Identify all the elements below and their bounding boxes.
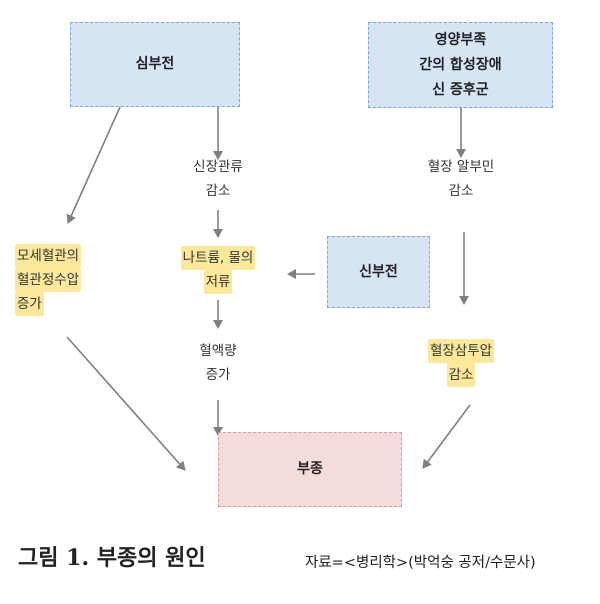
figure-source: 자료=<병리학>(박억숭 공저/수문사) [305,555,536,571]
node-edema: 부종 [218,432,402,507]
arrow-oncotic-to-edema [422,404,471,469]
node-label: 모세혈관의 [15,244,82,268]
arrow-capillary-to-edema [66,336,186,471]
node-label: 간의 합성장애 [419,56,502,73]
node-label: 혈관정수압 [15,268,82,292]
node-label: 혈장삼투압 [427,339,495,363]
node-label: 신장관류 [193,159,243,175]
node-label: 부종 [297,461,323,477]
node-label: 저류 [203,270,233,294]
node-label: 감소 [448,183,474,199]
node-sodium-water-retention: 나트륨, 물의 저류 [158,246,278,294]
node-renal-failure: 신부전 [327,236,430,308]
node-label: 증가 [15,292,44,316]
node-label: 영양부족 [434,31,487,48]
node-capillary-pressure: 모세혈관의 혈관정수압 증가 [15,244,82,316]
figure-title: 그림 1. 부종의 원인 [18,545,206,571]
node-label: 감소 [205,183,231,199]
node-label: 신 증후군 [432,81,489,98]
node-oncotic-pressure: 혈장삼투압 감소 [401,339,521,387]
node-label: 증가 [205,367,231,383]
node-heart-failure: 심부전 [70,22,240,107]
node-label: 혈액량 [199,343,237,359]
node-blood-volume: 혈액량 증가 [158,339,278,387]
node-label: 신부전 [359,263,398,280]
node-malnutrition: 영양부족 간의 합성장애 신 증후군 [368,22,553,108]
arrow-heart-to-capillary [66,106,121,224]
node-plasma-albumin: 혈장 알부민 감소 [401,155,521,203]
node-label: 나트륨, 물의 [180,246,256,270]
node-renal-perfusion: 신장관류 감소 [158,155,278,203]
node-label: 혈장 알부민 [427,159,495,175]
node-label: 감소 [446,363,476,387]
node-label: 심부전 [135,56,175,72]
